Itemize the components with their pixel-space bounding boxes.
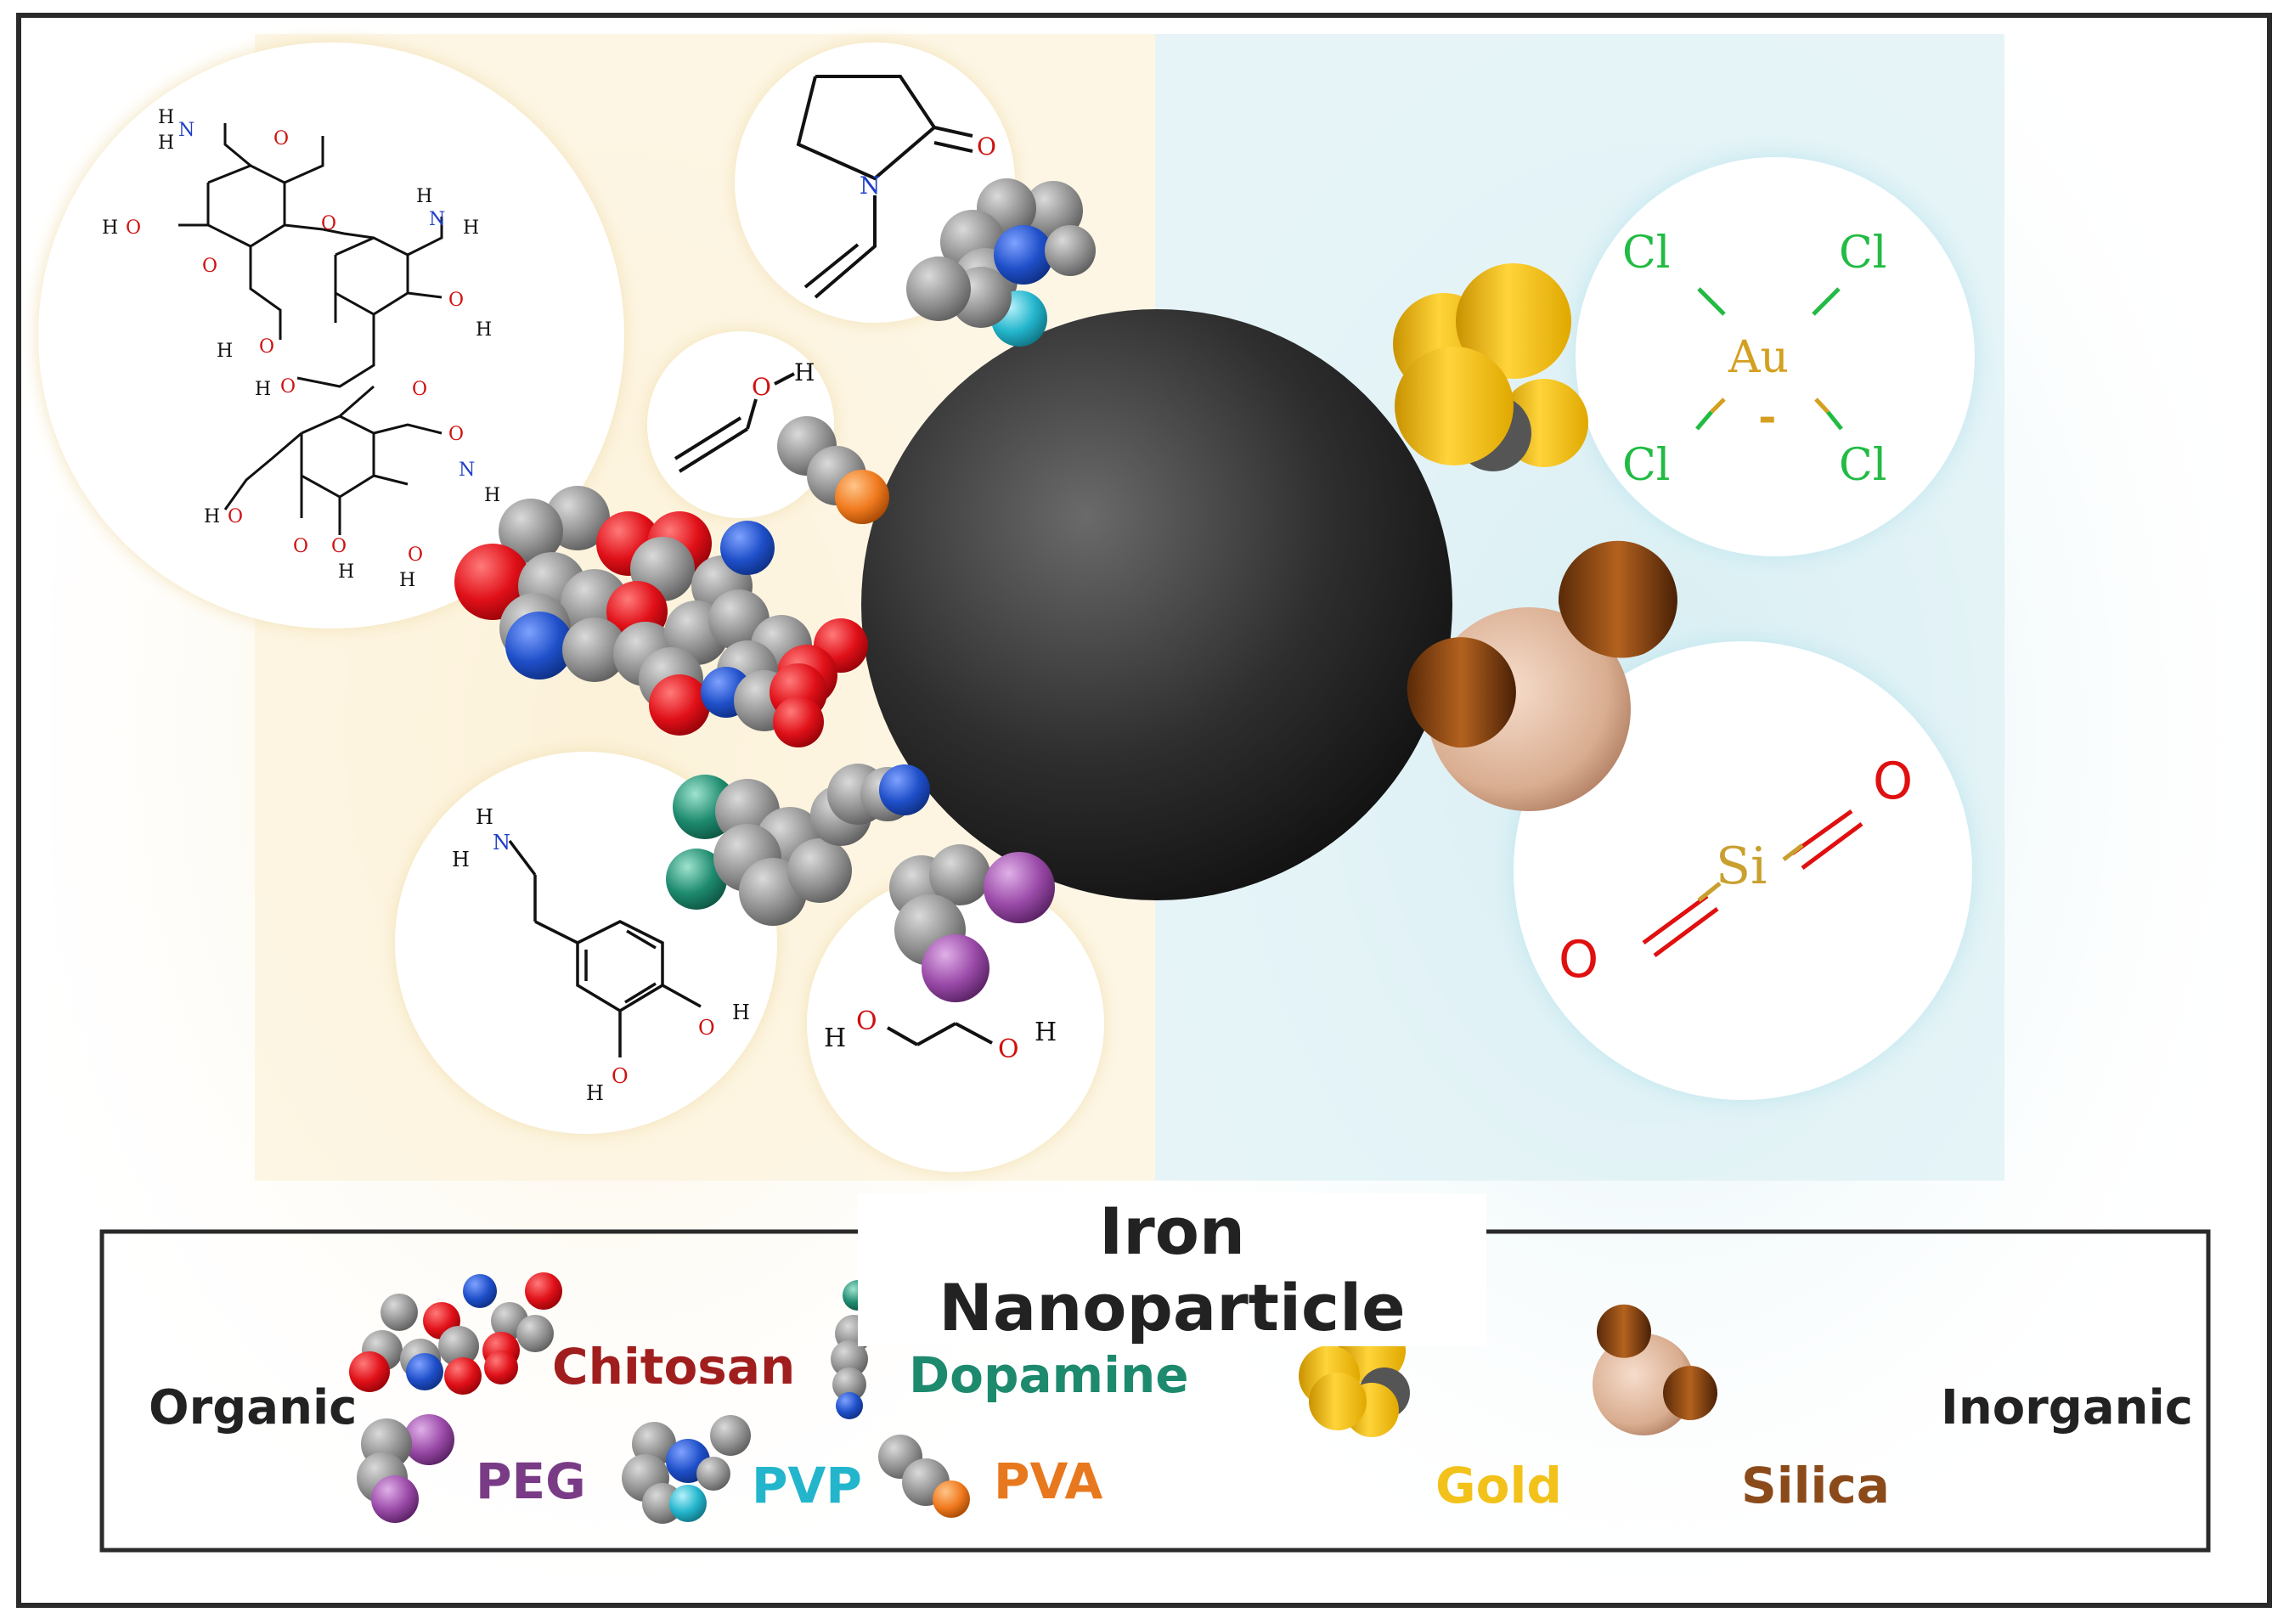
- gold-structure-bubble: [1576, 157, 1975, 556]
- atom-label: H: [255, 379, 271, 400]
- atom-label: O: [856, 1007, 877, 1036]
- legend-label-dopamine: Dopamine: [909, 1346, 1189, 1404]
- atom-label: H: [476, 805, 493, 829]
- chitosan-skeletal-structure: [178, 123, 443, 535]
- atom-label: H: [732, 1001, 750, 1024]
- gold-atom-au: Au: [1728, 332, 1789, 383]
- gold-atom-cl: Cl: [1622, 440, 1670, 491]
- legend-silica-icon: [1593, 1304, 1717, 1435]
- legend-title: Iron Nanoparticle: [858, 1193, 1486, 1346]
- atom-label: O: [280, 376, 296, 398]
- dopamine-structure-bubble: [395, 752, 777, 1134]
- legend-label-pva: PVA: [994, 1452, 1103, 1510]
- atom-label: H: [484, 485, 500, 506]
- atom-label: H: [1035, 1018, 1057, 1047]
- pvp-atom-n: N: [860, 172, 881, 200]
- silica-structure-bubble: [1514, 641, 1972, 1100]
- pvp-molecule: [906, 178, 1096, 347]
- atom-label: H: [204, 506, 220, 527]
- atom-label: H: [158, 133, 174, 154]
- gold-structure: Cl Cl Cl Cl Au -: [1622, 228, 1886, 491]
- atom-label: O: [331, 536, 347, 557]
- gold-atom-cl: Cl: [1839, 440, 1886, 491]
- atom-label: H: [416, 186, 432, 207]
- atom-label: O: [228, 506, 243, 527]
- pva-atom-o: O: [752, 373, 771, 401]
- atom-label: O: [202, 256, 217, 277]
- atom-label: N: [493, 831, 510, 854]
- atom-label: O: [259, 336, 274, 358]
- atom-label: H: [452, 848, 470, 871]
- atom-label: O: [448, 424, 464, 445]
- atom-label: O: [412, 379, 427, 400]
- legend-chitosan-icon: [349, 1272, 562, 1395]
- peg-atom-labels: H O O H: [824, 1007, 1057, 1064]
- chitosan-structure-bubble: [38, 42, 624, 629]
- pva-atom-h: H: [794, 358, 815, 386]
- atom-label: O: [273, 128, 289, 149]
- pvp-atom-o: O: [977, 133, 996, 161]
- organic-category-label: Organic: [149, 1380, 358, 1435]
- silica-atom-o: O: [1873, 752, 1913, 811]
- atom-label: O: [293, 536, 308, 557]
- outer-frame: [16, 13, 2272, 1608]
- gold-atom-cl: Cl: [1622, 228, 1670, 279]
- atom-label: H: [399, 570, 415, 591]
- silica-atom-si: Si: [1716, 837, 1767, 896]
- legend-pva-icon: [878, 1435, 970, 1518]
- dopamine-atom-labels: H N H O H O H: [452, 805, 750, 1105]
- legend-label-gold: Gold: [1435, 1457, 1562, 1514]
- atom-label: N: [459, 460, 475, 481]
- legend-label-pvp: PVP: [752, 1457, 862, 1514]
- atom-label: O: [126, 217, 141, 239]
- silica-structure: Si O O: [1559, 752, 1913, 990]
- peg-skeletal-structure: [887, 1022, 993, 1046]
- atom-label: H: [463, 217, 479, 239]
- atom-label: H: [586, 1081, 604, 1105]
- atom-label: H: [824, 1023, 846, 1053]
- inorganic-category-label: Inorganic: [1941, 1380, 2193, 1435]
- chitosan-molecule: [454, 486, 868, 747]
- atom-label: H: [476, 319, 492, 341]
- atom-label: O: [998, 1035, 1019, 1064]
- atom-label: H: [158, 107, 174, 128]
- legend-peg-icon: [357, 1414, 454, 1523]
- gold-atom-cl: Cl: [1839, 228, 1886, 279]
- legend-label-silica: Silica: [1741, 1457, 1890, 1514]
- chitosan-atom-labels: N H H O O H O O N H H O H O H O H O O N …: [102, 107, 500, 591]
- atom-label: O: [612, 1064, 629, 1088]
- legend-label-chitosan: Chitosan: [552, 1338, 796, 1396]
- atom-label: O: [698, 1016, 715, 1040]
- dopamine-molecule: [666, 764, 930, 926]
- atom-label: H: [338, 561, 354, 583]
- pva-skeletal-structure: [674, 372, 795, 473]
- atom-label: N: [429, 209, 445, 230]
- gold-molecule: [1393, 263, 1588, 471]
- legend-pvp-icon: [622, 1415, 751, 1524]
- atom-label: H: [102, 217, 118, 239]
- atom-label: O: [408, 544, 423, 566]
- gold-charge: -: [1758, 391, 1777, 443]
- pvp-skeletal-structure: [796, 75, 973, 299]
- peg-molecule: [889, 844, 1055, 1002]
- silica-atom-o: O: [1559, 930, 1598, 990]
- atom-label: O: [448, 290, 464, 311]
- legend-label-peg: PEG: [476, 1452, 586, 1510]
- atom-label: O: [321, 213, 336, 234]
- atom-label: N: [178, 120, 195, 141]
- pva-molecule: [777, 416, 889, 524]
- silica-molecule: [1407, 540, 1677, 811]
- dopamine-skeletal-structure: [508, 839, 702, 1057]
- atom-label: H: [217, 341, 233, 362]
- iron-core: [861, 309, 1452, 900]
